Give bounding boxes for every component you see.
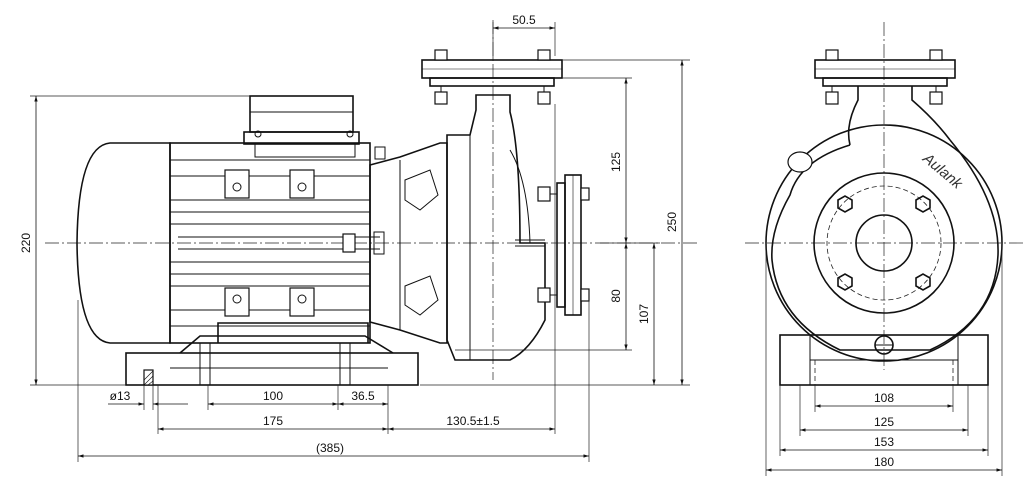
motor-base xyxy=(125,322,419,386)
outlet-flange xyxy=(421,49,563,105)
front-dimensions: 108 125 153 180 xyxy=(765,243,1003,476)
dim-250: 250 xyxy=(665,212,679,232)
side-view xyxy=(45,20,700,386)
pump-casing xyxy=(446,94,546,361)
dim-phi13: ø13 xyxy=(110,389,131,403)
inlet-flange xyxy=(537,174,590,316)
dim-175: 175 xyxy=(263,414,283,428)
dim-100: 100 xyxy=(263,389,283,403)
front-view: Aulank xyxy=(745,22,1025,386)
motor-cooling-fins xyxy=(170,159,370,327)
dim-107: 107 xyxy=(637,304,651,324)
motor-fan-cover xyxy=(76,142,171,344)
volute-casing xyxy=(771,139,999,351)
dim-50-5: 50.5 xyxy=(512,13,536,27)
dim-108: 108 xyxy=(874,391,894,405)
side-dimensions: 50.5 220 125 250 80 107 ø13 10 xyxy=(19,13,690,462)
terminal-box xyxy=(243,95,386,160)
motor-lugs xyxy=(224,169,315,317)
dim-130-5: 130.5±1.5 xyxy=(446,414,500,428)
flange-bolts xyxy=(837,195,931,291)
dim-180: 180 xyxy=(874,455,894,469)
tie-rod xyxy=(178,231,385,255)
dim-80: 80 xyxy=(609,289,623,303)
dim-36-5: 36.5 xyxy=(351,389,375,403)
dim-125-height: 125 xyxy=(609,152,623,172)
dim-125-width: 125 xyxy=(874,415,894,429)
dim-385: (385) xyxy=(316,441,344,455)
pump-bracket xyxy=(369,142,448,344)
dim-220: 220 xyxy=(19,233,33,253)
dim-153: 153 xyxy=(874,435,894,449)
